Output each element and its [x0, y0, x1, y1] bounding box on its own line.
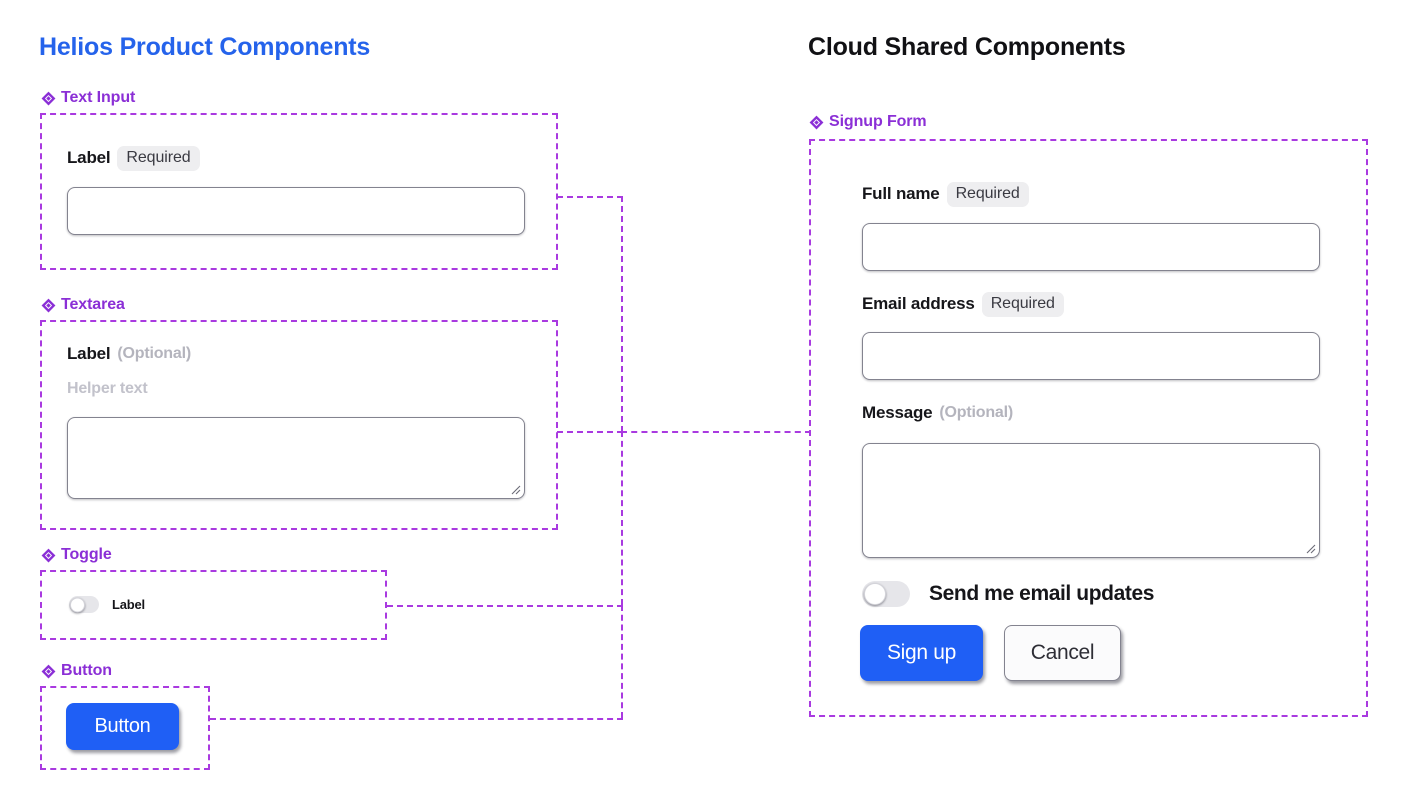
- connector-textinput-stub: [557, 196, 623, 198]
- message-label-row: Message (Optional): [862, 403, 1013, 423]
- page-title-right: Cloud Shared Components: [808, 33, 1126, 61]
- cancel-button[interactable]: Cancel: [1004, 625, 1121, 681]
- full-name-input[interactable]: [862, 223, 1320, 271]
- email-address-input[interactable]: [862, 332, 1320, 380]
- email-address-required-badge: Required: [981, 292, 1064, 317]
- toggle-label: Label: [112, 597, 145, 612]
- connector-trunk-to-signup: [621, 431, 811, 433]
- text-input-required-badge: Required: [117, 146, 200, 171]
- section-label-text-input: Text Input: [41, 89, 135, 107]
- diamond-icon: [41, 664, 56, 679]
- email-updates-label: Send me email updates: [929, 582, 1155, 605]
- page-title-left: Helios Product Components: [39, 33, 371, 61]
- toggle-switch[interactable]: [69, 596, 99, 613]
- message-textarea-wrapper: [862, 443, 1320, 558]
- message-label: Message: [862, 403, 933, 422]
- section-label-text: Textarea: [61, 296, 125, 313]
- section-label-button: Button: [41, 662, 112, 680]
- section-label-text: Toggle: [61, 546, 112, 563]
- textarea-label-row: Label (Optional): [67, 344, 191, 364]
- text-input-label-row: Label Required: [67, 146, 200, 171]
- sign-up-button[interactable]: Sign up: [860, 625, 983, 681]
- section-label-text: Signup Form: [829, 113, 927, 130]
- email-updates-toggle-row: Send me email updates: [862, 581, 1154, 607]
- connector-button-stub: [210, 718, 623, 720]
- email-address-label-row: Email address Required: [862, 292, 1064, 317]
- section-label-text: Button: [61, 662, 112, 679]
- group-box-button: [40, 686, 210, 770]
- full-name-required-badge: Required: [946, 182, 1029, 207]
- group-box-signup-form: [809, 139, 1368, 717]
- toggle-row: Label: [69, 596, 145, 613]
- message-optional-badge: (Optional): [939, 404, 1013, 421]
- section-label-toggle: Toggle: [41, 546, 112, 564]
- textarea-wrapper: [67, 417, 525, 499]
- email-updates-toggle[interactable]: [862, 581, 910, 607]
- group-box-textarea: [40, 320, 558, 530]
- textarea-optional-badge: (Optional): [117, 345, 191, 362]
- textarea-helper-text: Helper text: [67, 380, 148, 397]
- text-input-field[interactable]: [67, 187, 525, 235]
- full-name-label: Full name: [862, 184, 940, 204]
- textarea-field[interactable]: [67, 417, 525, 499]
- message-textarea[interactable]: [862, 443, 1320, 558]
- email-address-label: Email address: [862, 294, 975, 314]
- group-box-text-input: [40, 113, 558, 270]
- section-label-textarea: Textarea: [41, 296, 125, 314]
- connector-toggle-stub: [387, 605, 623, 607]
- toggle-knob: [864, 583, 886, 605]
- connector-textinput-riser: [621, 196, 623, 432]
- text-input-label: Label: [67, 148, 111, 168]
- textarea-label: Label: [67, 344, 111, 363]
- toggle-knob: [70, 597, 85, 612]
- diamond-icon: [41, 548, 56, 563]
- full-name-label-row: Full name Required: [862, 182, 1029, 207]
- diamond-icon: [41, 298, 56, 313]
- section-label-signup-form: Signup Form: [809, 113, 927, 131]
- section-label-text: Text Input: [61, 89, 136, 106]
- connector-toggle-riser: [621, 431, 623, 605]
- demo-button[interactable]: Button: [66, 703, 179, 750]
- connector-button-riser: [621, 605, 623, 718]
- diamond-icon: [809, 115, 824, 130]
- connector-textarea-stub: [557, 431, 623, 433]
- group-box-toggle: [40, 570, 387, 640]
- diamond-icon: [41, 91, 56, 106]
